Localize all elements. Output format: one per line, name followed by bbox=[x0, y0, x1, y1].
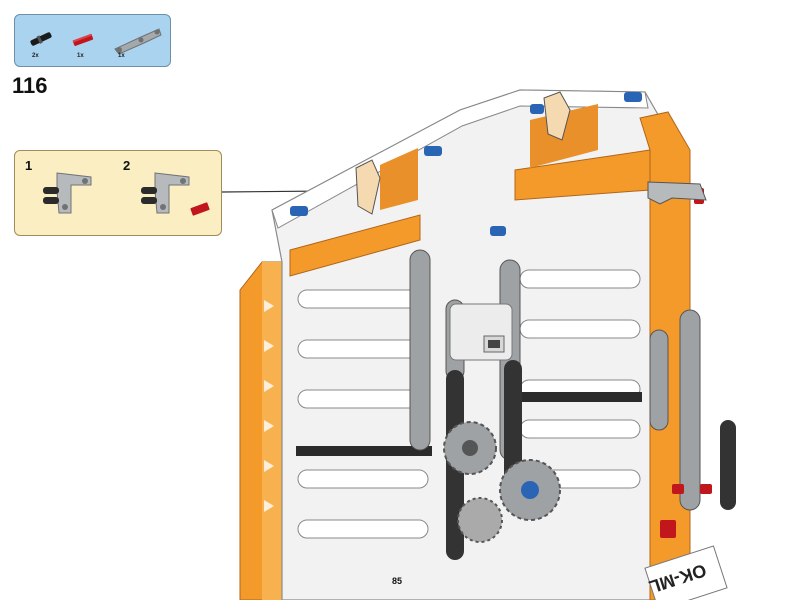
part-qty: 1x bbox=[77, 53, 84, 59]
gray-beam-with-pins-and-red-axle-icon bbox=[141, 172, 210, 216]
parts-list-box: 2x 1x 1x bbox=[14, 14, 171, 67]
ok-ml-sticker: OK-ML bbox=[644, 545, 728, 600]
hub-module bbox=[449, 303, 513, 361]
substep-number: 1 bbox=[25, 158, 33, 173]
gray-beam-with-pins-icon bbox=[43, 172, 92, 214]
part-qty: 2x bbox=[32, 53, 39, 59]
new-angled-beam bbox=[647, 181, 707, 205]
left-orange-frame bbox=[239, 261, 283, 600]
gear-icons bbox=[443, 421, 561, 543]
blue-pins bbox=[290, 92, 642, 236]
gray-angled-beam-icon bbox=[114, 28, 162, 55]
black-stripes bbox=[296, 392, 642, 456]
rotation-arrow-icons bbox=[355, 91, 571, 215]
step-number: 116 bbox=[12, 73, 48, 98]
substep-number: 2 bbox=[123, 158, 131, 173]
page-number: 85 bbox=[392, 576, 403, 586]
red-axle-icon bbox=[72, 33, 94, 46]
part-qty: 1x bbox=[118, 53, 125, 59]
black-pin-icon bbox=[30, 32, 52, 46]
subassembly-box: 1 2 bbox=[14, 150, 222, 236]
